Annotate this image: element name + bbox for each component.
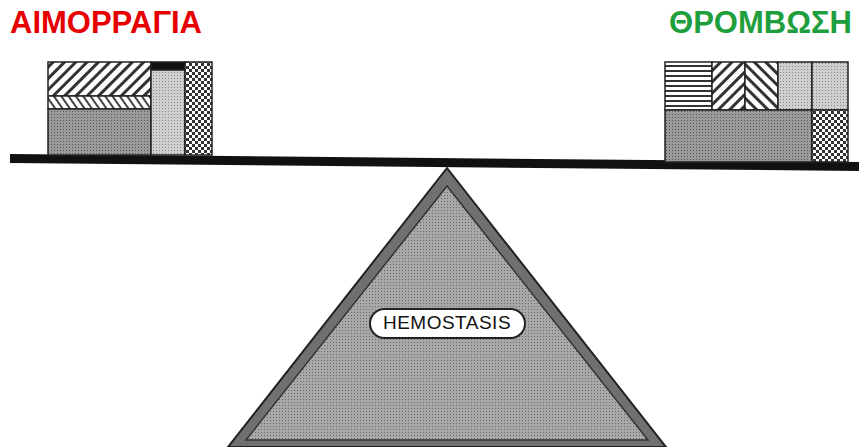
side-label: ΑΙΜΟΡΡΑΓΙΑ (10, 6, 202, 40)
left-weight-blocks (48, 62, 212, 155)
side-label: ΘΡΟΜΒΩΣΗ (669, 6, 852, 40)
right-weight-blocks (665, 62, 848, 162)
hemostasis-pill: HEMOSTASIS (369, 308, 526, 339)
node-label: HEMOSTASIS (383, 313, 511, 334)
fulcrum-triangle (228, 168, 666, 447)
